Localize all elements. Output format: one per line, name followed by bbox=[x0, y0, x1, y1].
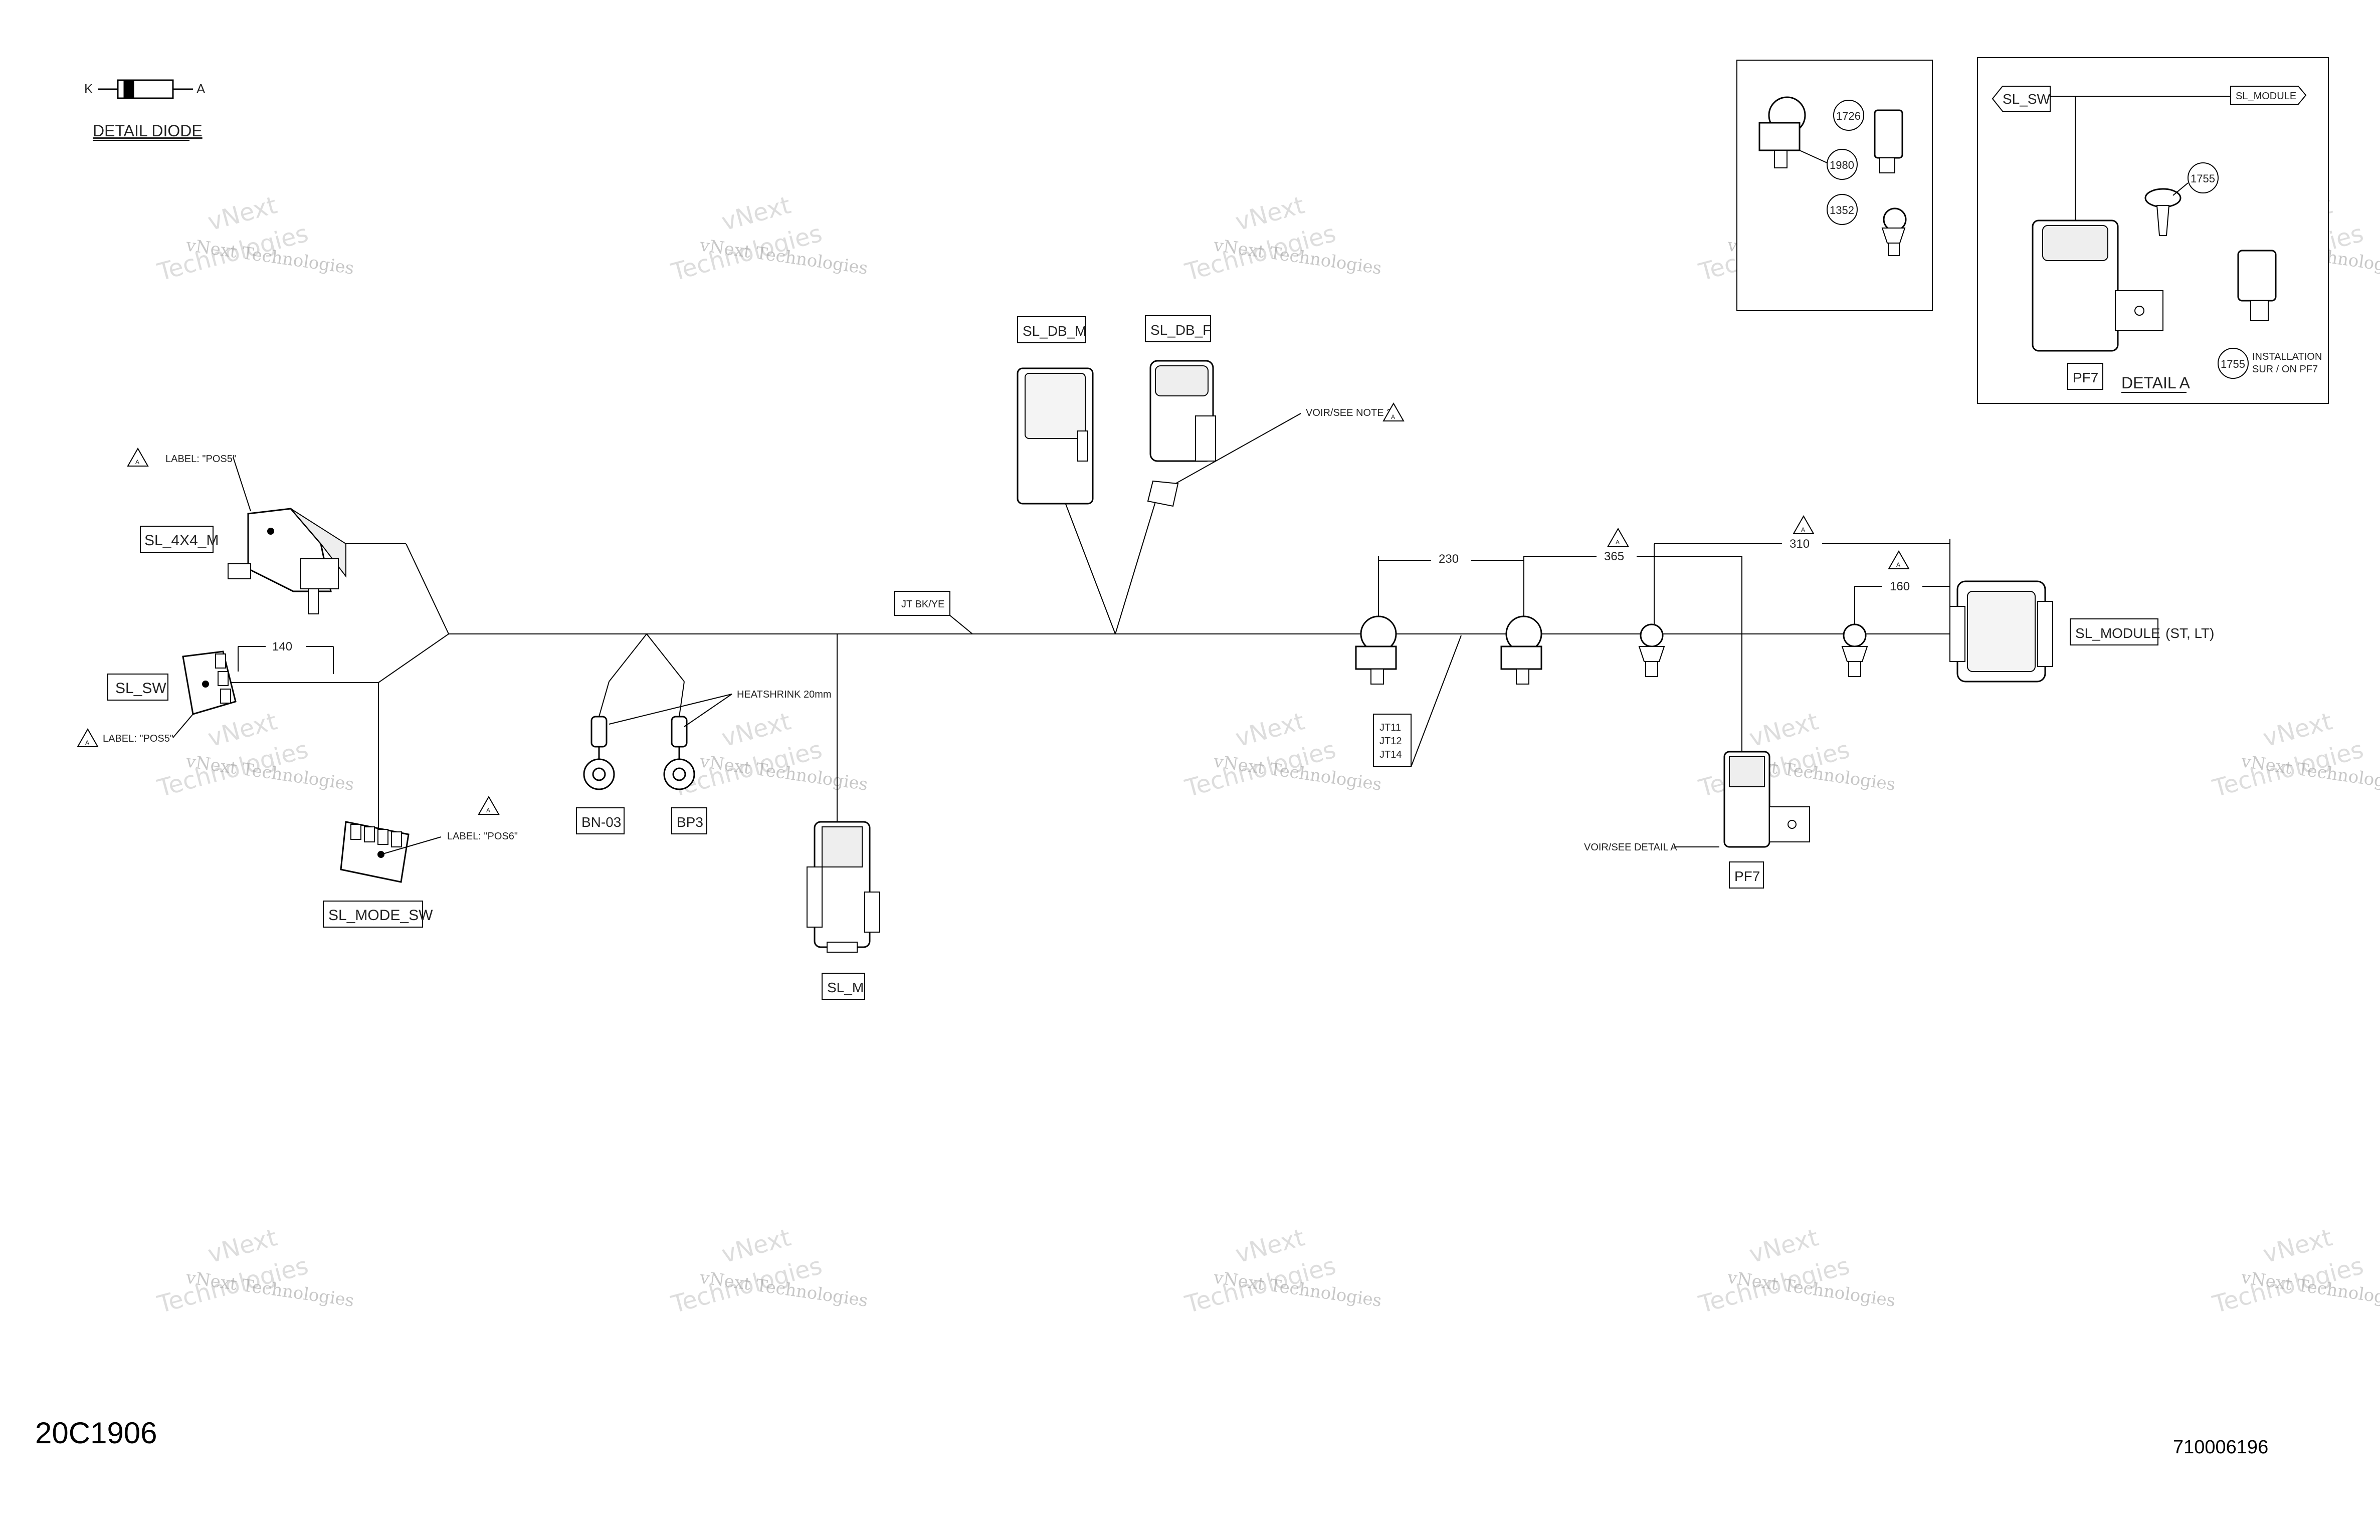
dim-365: 365 bbox=[1604, 550, 1624, 563]
sl-sw-label: SL_SW bbox=[115, 680, 166, 697]
ring-terminal-bp3: BP3 HEATSHRINK 20mm bbox=[609, 689, 832, 834]
connector-sl-mode-sw: LABEL: "POS6" A SL_MODE_SW bbox=[323, 795, 518, 928]
warning-triangle-icon bbox=[127, 447, 149, 467]
watermark: vNext Technologies vNext Technologies bbox=[2210, 707, 2380, 803]
warning-triangle-letter: A bbox=[486, 807, 490, 814]
detail-a-pf7: PF7 bbox=[2073, 370, 2098, 385]
detail-a-1755-b: 1755 bbox=[2221, 358, 2245, 370]
detail-a-1755-a: 1755 bbox=[2191, 172, 2215, 185]
watermark: vNext Technologies vNext Technologies bbox=[1182, 191, 1383, 287]
dim-310: 310 bbox=[1790, 537, 1810, 551]
watermark: vNext Technologies vNext Technologies bbox=[668, 1223, 869, 1319]
connector-sl-db-m: SL_DB_M bbox=[1017, 316, 1094, 505]
sl-module-suffix: (ST, LT) bbox=[2165, 625, 2214, 641]
warning-triangle-icon bbox=[77, 728, 99, 747]
clip-code-1726: 1726 bbox=[1836, 110, 1861, 122]
detail-box-a: SL_SW SL_MODULE PF7 DETAIL A 1755 1755 I… bbox=[1977, 57, 2329, 404]
watermark: vNext Technologies vNext Technologies bbox=[1696, 1223, 1897, 1319]
jt-bk-ye-callout: JT BK/YE bbox=[894, 591, 950, 616]
dim-160: 160 bbox=[1890, 580, 1910, 593]
detail-a-sl-module: SL_MODULE bbox=[2236, 91, 2296, 102]
watermark: vNext Technologies vNext Technologies bbox=[154, 191, 355, 287]
detail-a-install-2: SUR / ON PF7 bbox=[2252, 364, 2318, 375]
diode-detail: K A DETAIL DIODE bbox=[84, 79, 206, 141]
warning-triangle-letter: A bbox=[85, 739, 89, 746]
sl-m-label: SL_M bbox=[827, 980, 864, 995]
warning-triangle-letter: A bbox=[1616, 539, 1620, 546]
clip-code-1980: 1980 bbox=[1830, 159, 1854, 171]
dim-140: 140 bbox=[272, 640, 292, 653]
detail-a-title: DETAIL A bbox=[2121, 374, 2191, 392]
warning-triangle-icon bbox=[1888, 550, 1910, 569]
sl-4x4-m-label-box bbox=[140, 526, 214, 553]
warning-triangle-icon bbox=[1793, 515, 1815, 534]
jt-item: JT12 bbox=[1379, 736, 1402, 747]
label-pos5-note: LABEL: "POS5" bbox=[165, 454, 236, 465]
dim-230: 230 bbox=[1439, 552, 1459, 566]
detail-box-clips: 1726 1980 1352 bbox=[1736, 60, 1933, 311]
connector-sl-db-f: SL_DB_F VOIR/SEE NOTE 2 A bbox=[1145, 315, 1405, 507]
warning-triangle-letter: A bbox=[135, 459, 139, 466]
jt-item: JT14 bbox=[1379, 749, 1402, 760]
jt-list-callout: JT11 JT12 JT14 bbox=[1373, 635, 1462, 767]
clip-2 bbox=[1500, 615, 1542, 685]
jt-item: JT11 bbox=[1379, 722, 1401, 733]
sl-module-label: SL_MODULE bbox=[2075, 625, 2160, 641]
sl-db-m-label: SL_DB_M bbox=[1023, 323, 1087, 339]
watermark: vNext Technologies vNext Technologies bbox=[668, 191, 869, 287]
diode-a-label: A bbox=[196, 81, 206, 96]
ring-terminal-bn03: BN-03 bbox=[576, 716, 625, 834]
watermark: vNext Technologies vNext Technologies bbox=[154, 707, 355, 803]
detail-a-sl-sw: SL_SW bbox=[2003, 91, 2050, 107]
heatshrink-note: HEATSHRINK 20mm bbox=[737, 689, 832, 700]
footer-right-code: 710006196 bbox=[2173, 1437, 2268, 1458]
jt-bk-ye-label: JT BK/YE bbox=[901, 599, 944, 610]
connector-sl-m: SL_M bbox=[807, 821, 880, 1000]
diode-detail-title: DETAIL DIODE bbox=[93, 122, 203, 140]
voir-note2: VOIR/SEE NOTE 2 bbox=[1306, 407, 1392, 418]
warning-triangle-letter: A bbox=[1896, 561, 1900, 568]
warning-triangle-icon bbox=[1607, 527, 1629, 547]
connector-sl-4x4-m: SL_4X4_M A LABEL: "POS5" bbox=[127, 447, 346, 614]
harness-wires bbox=[226, 493, 1955, 834]
watermark: vNext Technologies vNext Technologies bbox=[1182, 1223, 1383, 1319]
diode-k-label: K bbox=[84, 81, 93, 96]
watermark: vNext Technologies vNext Technologies bbox=[154, 1223, 355, 1319]
label-pos5-sw-note: LABEL: "POS5" bbox=[103, 733, 173, 744]
footer-left-code: 20C1906 bbox=[35, 1416, 157, 1450]
detail-a-install-1: INSTALLATION bbox=[2252, 351, 2322, 362]
watermark: vNext Technologies vNext Technologies bbox=[2210, 1223, 2380, 1319]
connector-sl-sw: SL_SW A LABEL: "POS5" 140 bbox=[77, 639, 334, 747]
pf7-bracket: VOIR/SEE DETAIL A PF7 bbox=[1584, 751, 1810, 889]
bn03-label: BN-03 bbox=[581, 814, 621, 830]
dimension-labels: 230 365 A 310 A 160 A bbox=[1431, 515, 1922, 594]
connector-sl-module: SL_MODULE (ST, LT) bbox=[1949, 580, 2214, 683]
watermark: vNext Technologies vNext Technologies bbox=[1182, 707, 1383, 803]
clip-1 bbox=[1355, 615, 1397, 685]
sl-4x4-m-label: SL_4X4_M bbox=[144, 532, 219, 549]
warning-triangle-letter: A bbox=[1801, 526, 1805, 533]
pf7-label: PF7 bbox=[1734, 868, 1760, 884]
warning-triangle-letter: A bbox=[1391, 413, 1395, 420]
voir-detail-a: VOIR/SEE DETAIL A bbox=[1584, 842, 1677, 853]
sl-db-f-label: SL_DB_F bbox=[1150, 322, 1211, 338]
clip-code-1352: 1352 bbox=[1830, 204, 1854, 216]
warning-triangle-icon bbox=[1382, 402, 1405, 421]
bp3-label: BP3 bbox=[677, 814, 703, 830]
label-pos6-note: LABEL: "POS6" bbox=[447, 831, 518, 842]
clip-4 bbox=[1841, 623, 1868, 677]
watermark: vNext Technologies vNext Technologies bbox=[668, 707, 869, 803]
warning-triangle-icon bbox=[478, 795, 500, 815]
clip-3 bbox=[1638, 623, 1665, 677]
sl-mode-sw-label: SL_MODE_SW bbox=[328, 907, 433, 924]
